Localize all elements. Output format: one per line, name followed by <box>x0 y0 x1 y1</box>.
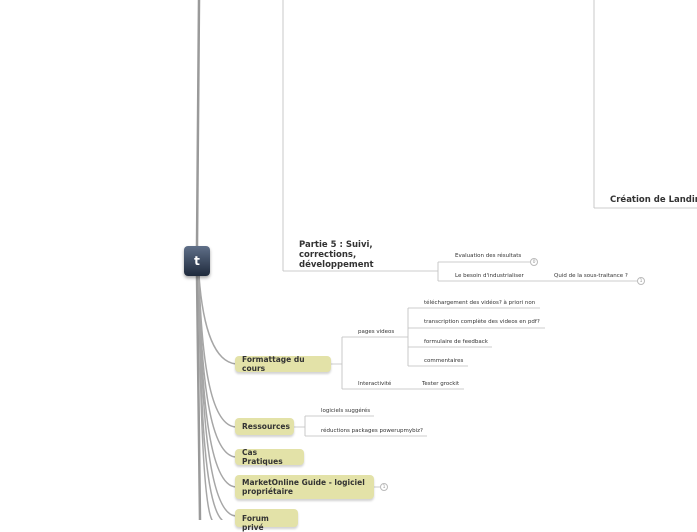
formattage-bracket <box>331 336 354 390</box>
connector-bottom-2 <box>198 275 223 520</box>
node-formattage[interactable]: Formattage du cours <box>235 355 331 373</box>
leaf-pages-item-3[interactable]: commentaires <box>424 358 464 364</box>
forum-label: Forum privé <box>242 514 269 532</box>
node-ressources[interactable]: Ressources <box>235 418 294 435</box>
leaf-pages-item-1[interactable]: transcription complète des videos en pdf… <box>424 319 540 325</box>
sous-traitance-count-badge[interactable]: 1 <box>637 277 645 285</box>
leaf-ressources-item-1[interactable]: réductions packages powerupmybiz? <box>321 428 423 434</box>
node-marketonline[interactable]: MarketOnline Guide - logiciel propriétai… <box>235 475 374 499</box>
ressources-label: Ressources <box>242 422 290 431</box>
evaluation-count-badge[interactable]: 0 <box>530 258 538 266</box>
cas-pratiques-label: Cas Pratiques <box>242 448 283 466</box>
marketonline-count-badge[interactable]: 1 <box>380 483 388 491</box>
root-trunk-top <box>195 0 201 248</box>
connector-cas-pratiques <box>198 275 237 458</box>
leaf-ressources-item-0[interactable]: logiciels suggérés <box>321 408 371 414</box>
leaf-interactivite[interactable]: Interactivité <box>358 381 392 387</box>
root-label: t <box>194 254 200 268</box>
node-cas-pratiques[interactable]: Cas Pratiques <box>235 448 304 466</box>
leaf-pages-item-0[interactable]: téléchargement des vidéos? à priori non <box>424 300 536 306</box>
connector-formattage <box>198 275 237 365</box>
heading-creation-landing[interactable]: Création de Landing <box>610 195 697 205</box>
leaf-pages-videos[interactable]: pages videos <box>358 329 395 335</box>
root-node[interactable]: t <box>184 246 210 276</box>
pages-videos-bracket <box>398 307 420 367</box>
root-trunk-bottom <box>195 274 202 520</box>
ressources-bracket <box>294 415 317 437</box>
leaf-sous-traitance[interactable]: Quid de la sous-traitance ? <box>554 273 628 279</box>
leaf-pages-item-2[interactable]: formulaire de feedback <box>424 339 488 345</box>
partie5-bracket <box>430 261 450 282</box>
marketonline-label: MarketOnline Guide - logiciel propriétai… <box>242 478 365 496</box>
leaf-tester-grockit[interactable]: Tester grockit <box>422 381 460 387</box>
heading-partie5[interactable]: Partie 5 : Suivi, corrections, développe… <box>299 240 374 270</box>
leaf-evaluation[interactable]: Evaluation des résultats <box>455 253 522 259</box>
leaf-besoin[interactable]: Le besoin d'industrialiser <box>455 273 524 279</box>
mindmap-connectors <box>195 0 697 520</box>
node-forum[interactable]: Forum privé <box>235 509 298 532</box>
formattage-label: Formattage du cours <box>242 355 305 373</box>
